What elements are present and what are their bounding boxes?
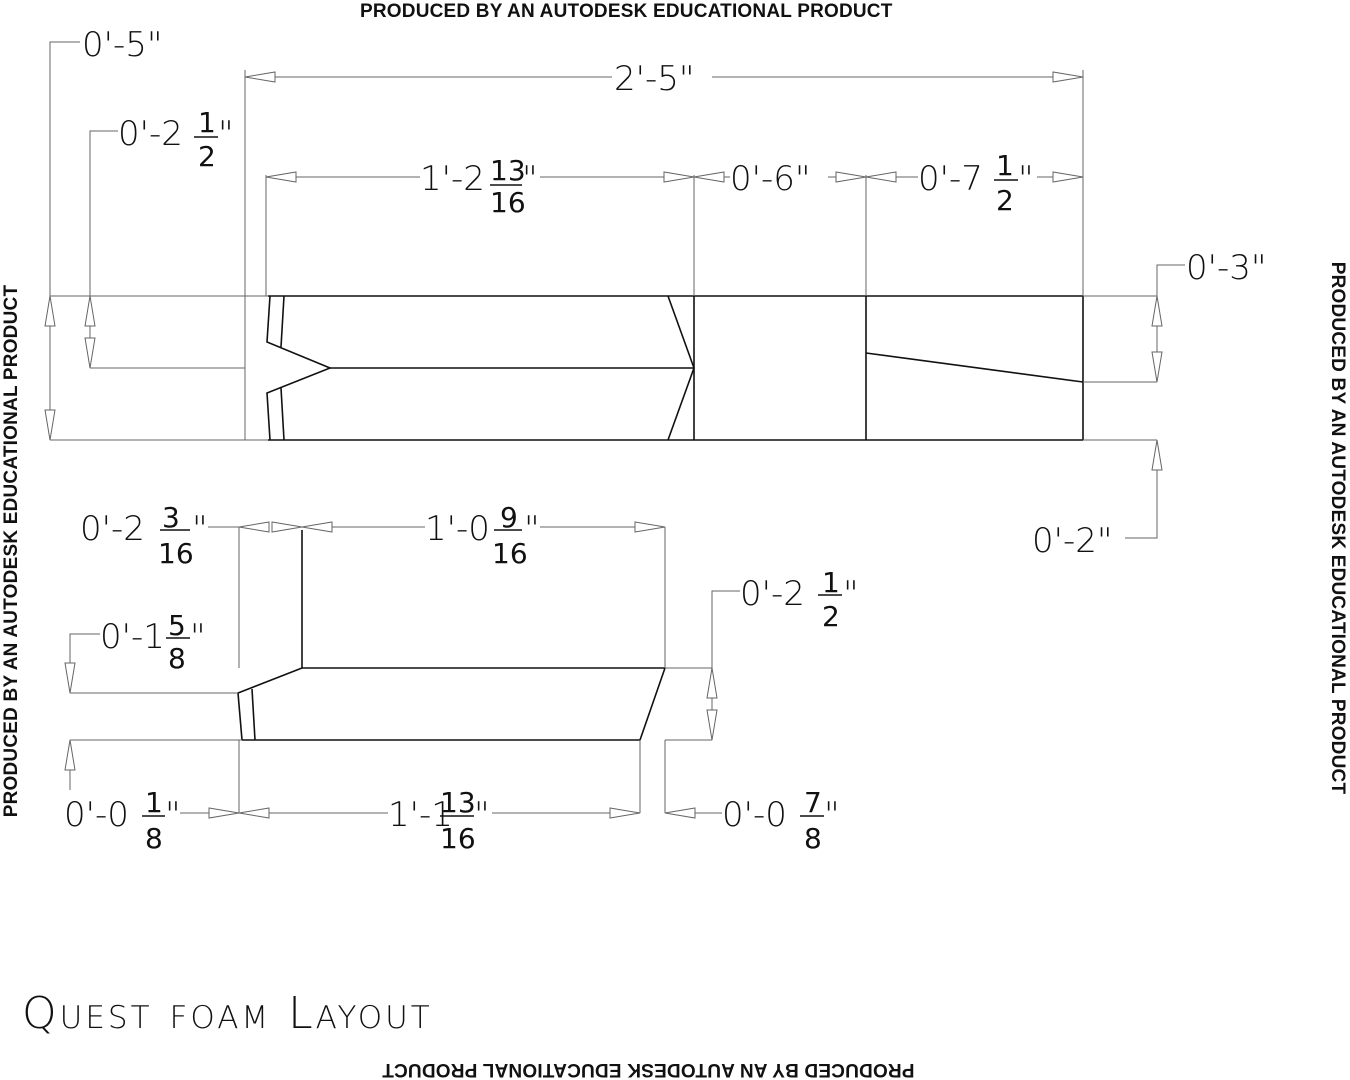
dim-bottom-left-small: 0'-0 [64, 795, 129, 835]
svg-text:8: 8 [804, 822, 822, 855]
dim-section-3-length: 0'-7 [918, 159, 983, 199]
svg-text:": " [1018, 159, 1034, 199]
svg-text:": " [522, 159, 538, 199]
svg-text:3: 3 [162, 501, 180, 534]
svg-text:": " [524, 509, 540, 549]
svg-text:": " [218, 114, 234, 154]
svg-text:8: 8 [168, 642, 186, 675]
svg-text:5: 5 [168, 609, 186, 642]
dim-taper-height: 0'-3" [1186, 248, 1267, 288]
svg-text:1: 1 [996, 149, 1014, 182]
svg-text:": " [843, 574, 859, 614]
svg-text:9: 9 [500, 501, 518, 534]
svg-text:": " [190, 617, 206, 657]
svg-text:13: 13 [490, 154, 526, 187]
lower-dimensions [64, 521, 740, 819]
dim-bottom-length: 1'-1 [388, 795, 453, 835]
svg-text:": " [824, 795, 840, 835]
svg-text:16: 16 [492, 537, 528, 570]
watermark-top: PRODUCED BY AN AUTODESK EDUCATIONAL PROD… [360, 1, 893, 22]
svg-text:16: 16 [490, 186, 526, 219]
svg-text:8: 8 [145, 822, 163, 855]
svg-text:13: 13 [440, 786, 476, 819]
drawing-title: Quest foam Layout [22, 988, 433, 1039]
svg-text:": " [165, 795, 181, 835]
lower-dimension-labels: 0'-2 3 16 " 1'-0 9 16 " 0'-1 5 8 " 0'-2 … [64, 501, 859, 855]
dim-bottom-offset: 0'-2" [1032, 521, 1113, 561]
dim-notch-depth: 0'-2 [118, 114, 183, 154]
dim-bottom-right-small: 0'-0 [722, 795, 787, 835]
svg-text:": " [192, 509, 208, 549]
dim-top-length: 1'-0 [425, 509, 490, 549]
dim-overall-height: 0'-5" [82, 25, 163, 65]
svg-text:16: 16 [440, 822, 476, 855]
svg-text:2: 2 [198, 140, 216, 173]
lower-foam-piece [237, 530, 666, 741]
svg-text:1: 1 [198, 106, 216, 139]
svg-text:": " [474, 795, 490, 835]
upper-dimensions [44, 41, 1185, 539]
dim-section-2-length: 0'-6" [730, 159, 811, 199]
svg-text:16: 16 [158, 537, 194, 570]
svg-text:2: 2 [822, 600, 840, 633]
dim-left-offset: 0'-2 [80, 509, 145, 549]
dim-overall-length: 2'-5" [614, 59, 695, 99]
upper-dimension-labels: 2'-5" 1'-2 13 16 " 0'-6" 0'-7 1 2 " 0'-5… [82, 25, 1267, 561]
svg-text:1: 1 [145, 786, 163, 819]
svg-text:7: 7 [804, 786, 822, 819]
upper-foam-piece [266, 295, 1084, 441]
dim-left-step: 0'-1 [100, 617, 165, 657]
svg-text:2: 2 [996, 184, 1014, 217]
svg-text:1: 1 [822, 566, 840, 599]
dim-right-height: 0'-2 [740, 574, 805, 614]
dim-section-1-length: 1'-2 [420, 159, 485, 199]
